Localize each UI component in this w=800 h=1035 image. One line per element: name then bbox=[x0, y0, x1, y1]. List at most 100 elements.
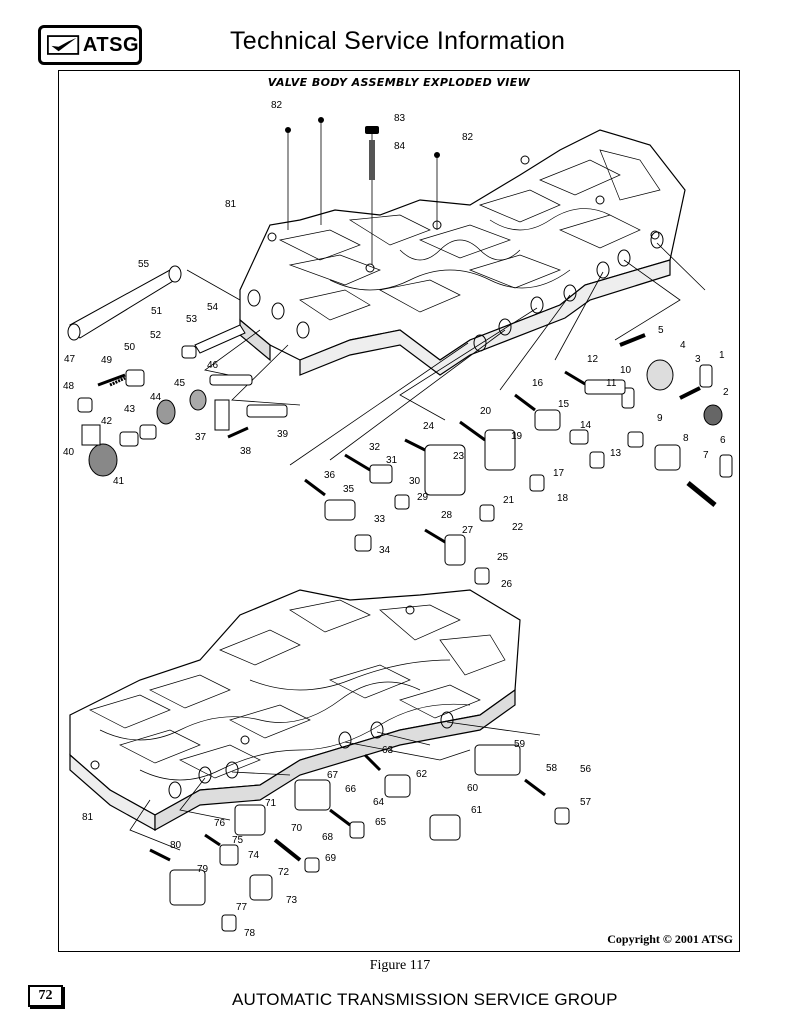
label-57: 57 bbox=[580, 797, 592, 808]
label-69: 69 bbox=[325, 853, 337, 864]
label-4: 4 bbox=[680, 340, 686, 351]
label-31: 31 bbox=[386, 455, 398, 466]
label-78: 78 bbox=[244, 928, 256, 939]
label-23: 23 bbox=[453, 451, 465, 462]
label-79: 79 bbox=[197, 864, 209, 875]
label-16: 16 bbox=[532, 378, 544, 389]
label-71: 71 bbox=[265, 798, 277, 809]
upper-valve-body bbox=[239, 129, 686, 376]
label-83: 83 bbox=[394, 113, 406, 124]
label-30: 30 bbox=[409, 476, 421, 487]
label-52: 52 bbox=[150, 330, 162, 341]
label-10: 10 bbox=[620, 365, 632, 376]
valve-parts-upper bbox=[67, 265, 733, 585]
label-3: 3 bbox=[695, 354, 701, 365]
label-47: 47 bbox=[64, 354, 76, 365]
label-20: 20 bbox=[480, 406, 492, 417]
label-5: 5 bbox=[658, 325, 664, 336]
label-64: 64 bbox=[373, 797, 385, 808]
label-82-left: 82 bbox=[271, 100, 283, 111]
label-17: 17 bbox=[553, 468, 565, 479]
footer-company-name: AUTOMATIC TRANSMISSION SERVICE GROUP bbox=[232, 990, 618, 1009]
label-24: 24 bbox=[423, 421, 435, 432]
label-33: 33 bbox=[374, 514, 386, 525]
label-55: 55 bbox=[138, 259, 150, 270]
label-34: 34 bbox=[379, 545, 391, 556]
label-29: 29 bbox=[417, 492, 429, 503]
label-42: 42 bbox=[101, 416, 113, 427]
label-84: 84 bbox=[394, 141, 406, 152]
label-25: 25 bbox=[497, 552, 509, 563]
label-51: 51 bbox=[151, 306, 163, 317]
label-43: 43 bbox=[124, 404, 136, 415]
atsg-logo: ATSG bbox=[38, 25, 142, 65]
label-48: 48 bbox=[63, 381, 75, 392]
diagram-title: VALVE BODY ASSEMBLY EXPLODED VIEW bbox=[267, 76, 531, 89]
figure-caption: Figure 117 bbox=[369, 958, 431, 973]
diagram-frame: VALVE BODY ASSEMBLY EXPLODED VIEW Copyri… bbox=[58, 70, 740, 952]
lower-valve-body bbox=[69, 589, 521, 832]
label-21: 21 bbox=[503, 495, 515, 506]
snap-rings bbox=[285, 117, 440, 180]
label-2: 2 bbox=[723, 387, 729, 398]
label-73: 73 bbox=[286, 895, 298, 906]
label-12: 12 bbox=[587, 354, 599, 365]
label-13: 13 bbox=[610, 448, 622, 459]
label-35: 35 bbox=[343, 484, 355, 495]
label-8: 8 bbox=[683, 433, 689, 444]
label-81-lower: 81 bbox=[82, 812, 94, 823]
label-53: 53 bbox=[186, 314, 198, 325]
label-72: 72 bbox=[278, 867, 290, 878]
label-45: 45 bbox=[174, 378, 186, 389]
label-56: 56 bbox=[580, 764, 592, 775]
checkmark-logo-icon bbox=[47, 35, 80, 55]
label-9: 9 bbox=[657, 413, 663, 424]
label-18: 18 bbox=[557, 493, 569, 504]
label-49: 49 bbox=[101, 355, 113, 366]
label-36: 36 bbox=[324, 470, 336, 481]
label-67: 67 bbox=[327, 770, 339, 781]
label-28: 28 bbox=[441, 510, 453, 521]
label-27: 27 bbox=[462, 525, 474, 536]
label-76: 76 bbox=[214, 818, 226, 829]
label-75: 75 bbox=[232, 835, 244, 846]
label-77: 77 bbox=[236, 902, 248, 913]
label-81-upper: 81 bbox=[225, 199, 237, 210]
label-54: 54 bbox=[207, 302, 219, 313]
label-40: 40 bbox=[63, 447, 75, 458]
label-14: 14 bbox=[580, 420, 592, 431]
label-50: 50 bbox=[124, 342, 136, 353]
label-68: 68 bbox=[322, 832, 334, 843]
label-61: 61 bbox=[471, 805, 483, 816]
label-59: 59 bbox=[514, 739, 526, 750]
label-44: 44 bbox=[150, 392, 162, 403]
label-65: 65 bbox=[375, 817, 387, 828]
label-58: 58 bbox=[546, 763, 558, 774]
label-60: 60 bbox=[467, 783, 479, 794]
label-80: 80 bbox=[170, 840, 182, 851]
label-22: 22 bbox=[512, 522, 524, 533]
label-46: 46 bbox=[207, 360, 219, 371]
copyright-notice: Copyright © 2001 ATSG bbox=[607, 932, 733, 946]
label-74: 74 bbox=[248, 850, 260, 861]
label-66: 66 bbox=[345, 784, 357, 795]
label-7: 7 bbox=[703, 450, 709, 461]
logo-text: ATSG bbox=[82, 33, 139, 56]
label-63: 63 bbox=[382, 745, 394, 756]
label-39: 39 bbox=[277, 429, 289, 440]
label-1: 1 bbox=[719, 350, 725, 361]
label-38: 38 bbox=[240, 446, 252, 457]
part-number-labels: 1 2 3 4 5 6 7 8 9 10 11 12 13 14 15 16 1… bbox=[63, 100, 729, 939]
label-19: 19 bbox=[511, 431, 523, 442]
valve-parts-lower bbox=[149, 744, 570, 932]
label-6: 6 bbox=[720, 435, 726, 446]
label-70: 70 bbox=[291, 823, 303, 834]
page-number: 72 bbox=[28, 985, 63, 1007]
label-62: 62 bbox=[416, 769, 428, 780]
label-11: 11 bbox=[606, 378, 617, 389]
label-82-right: 82 bbox=[462, 132, 474, 143]
label-37: 37 bbox=[195, 432, 207, 443]
label-26: 26 bbox=[501, 579, 513, 590]
leader-lines bbox=[129, 120, 706, 851]
